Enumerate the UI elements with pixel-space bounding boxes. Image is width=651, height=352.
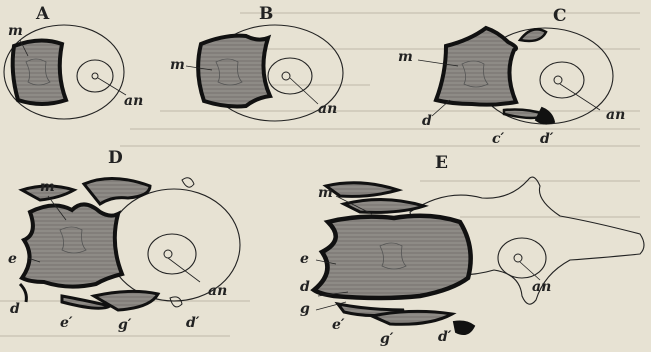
- panel-d-label-d-prime: d′: [186, 316, 199, 330]
- panel-d-letter: D: [108, 148, 123, 168]
- panel-e-dark-spot-d-prime: [454, 322, 474, 335]
- panel-a-drawing: [4, 25, 126, 119]
- panel-c-shaded-region-m: [436, 28, 516, 105]
- panel-d-label-d: d: [10, 302, 20, 316]
- panel-e-label-g-prime: g′: [380, 332, 393, 346]
- panel-c-letter: C: [553, 6, 567, 26]
- panel-b-label-m: m: [170, 58, 185, 72]
- panel-a-anal-ring: [77, 60, 113, 92]
- panel-e-shaded-region-m: [314, 216, 471, 298]
- panel-e-lower-arm-g-prime: [372, 311, 452, 324]
- panel-b-label-an: an: [318, 102, 337, 116]
- panel-e-label-e-prime: e′: [332, 318, 345, 332]
- panel-c-upper-lobe: [520, 29, 546, 41]
- panel-c-dark-spot-d-prime: [536, 108, 554, 124]
- panel-e-drawing: [314, 177, 644, 334]
- panel-a-label-an: an: [124, 94, 143, 108]
- panel-e-upper-arm-1: [326, 183, 398, 197]
- panel-c-drawing: [418, 28, 613, 124]
- panel-d-label-g-prime: g′: [118, 318, 131, 332]
- panel-d-shaded-region-m: [22, 204, 122, 286]
- panel-b-letter: B: [259, 4, 273, 24]
- panel-d-label-e: e: [8, 252, 17, 266]
- panel-a-shaded-region-m: [13, 40, 66, 104]
- panel-e-label-g: g: [300, 302, 310, 316]
- panel-e-label-d-prime: d′: [438, 330, 451, 344]
- panel-e-label-m: m: [318, 186, 333, 200]
- panel-e-label-e: e: [300, 252, 309, 266]
- panel-c-label-d: d: [422, 114, 432, 128]
- panel-d-label-e-prime: e′: [60, 316, 73, 330]
- panel-c-label-d-prime: d′: [540, 132, 553, 146]
- panel-d-upper-arm-2: [84, 178, 150, 204]
- panel-d-drawing: [20, 178, 240, 310]
- panel-c-label-an: an: [606, 108, 625, 122]
- panel-d-label-an: an: [208, 284, 227, 298]
- panel-a-letter: A: [36, 4, 49, 24]
- panel-a-label-m: m: [8, 24, 23, 38]
- panel-b-shaded-region-m: [198, 36, 270, 107]
- panel-e-label-an: an: [532, 280, 551, 294]
- panel-c-label-c-prime: c′: [492, 132, 504, 146]
- panel-c-label-m: m: [398, 50, 413, 64]
- panel-e-label-d: d: [300, 280, 310, 294]
- panel-d-label-m: m: [40, 180, 55, 194]
- panel-e-letter: E: [435, 153, 448, 173]
